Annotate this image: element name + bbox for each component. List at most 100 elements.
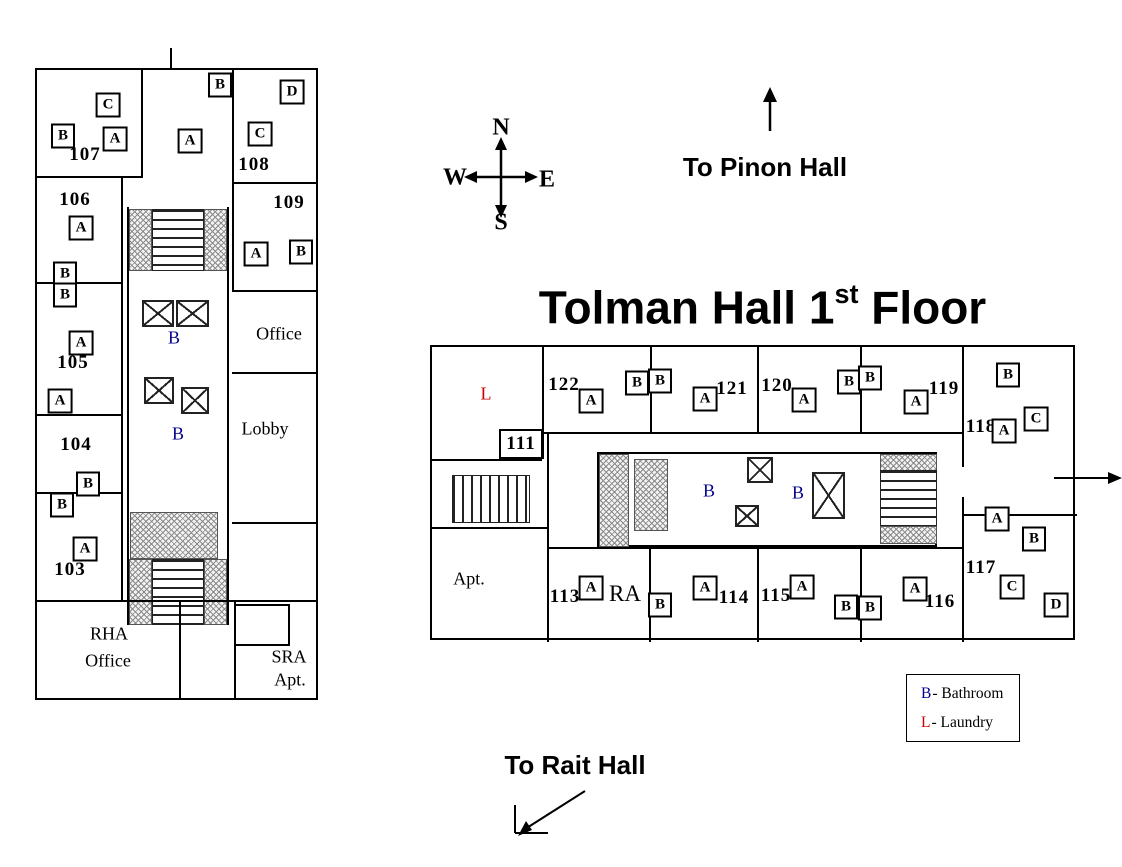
- wall: [757, 547, 759, 642]
- bed-label-120a: A: [791, 387, 817, 413]
- bed-label-105a: A: [68, 330, 94, 356]
- room-number-106: 106: [59, 189, 91, 210]
- pinon-arrow-icon: [763, 87, 777, 131]
- room-number-119: 119: [928, 378, 960, 399]
- bed-label-107b: B: [50, 123, 76, 149]
- compass-cross-icon: [464, 137, 538, 218]
- compass-north-label: N: [492, 114, 510, 141]
- hatched-area: [599, 454, 629, 547]
- bed-label-115a: A: [789, 574, 815, 600]
- hatched-area: [204, 559, 227, 625]
- room-number-113: 113: [549, 586, 581, 607]
- elevator-shaft: [747, 457, 773, 483]
- compass-west-label: W: [443, 164, 467, 191]
- bed-label-122a: A: [578, 388, 604, 414]
- bathroom-label: B: [171, 423, 185, 444]
- bed-label-116b: B: [857, 595, 883, 621]
- staircase: [152, 559, 204, 625]
- wall: [757, 347, 759, 432]
- elevator-shaft: [144, 377, 174, 404]
- room-name-sra: SRA: [271, 646, 307, 667]
- bed-label-117b: B: [1021, 526, 1047, 552]
- bed-label-119a: A: [903, 389, 929, 415]
- wall: [547, 547, 962, 549]
- corridor-stub-line: [170, 48, 172, 70]
- hatched-area: [129, 209, 152, 271]
- room-number-105: 105: [57, 352, 89, 373]
- wall: [542, 347, 544, 459]
- hatched-area: [130, 512, 218, 559]
- bed-label-117a: A: [984, 506, 1010, 532]
- hatched-area: [204, 209, 227, 271]
- bed-label-106a: A: [68, 215, 94, 241]
- wall: [227, 207, 229, 625]
- wall: [962, 497, 964, 642]
- wall: [232, 182, 318, 184]
- room-number-107: 107: [69, 144, 101, 165]
- room-number-120: 120: [761, 375, 793, 396]
- wall: [232, 372, 318, 374]
- bed-label-114a: A: [692, 575, 718, 601]
- bed-label-108c: C: [247, 121, 273, 147]
- bed-label-105a2: A: [47, 388, 73, 414]
- to-rait-hall-label: To Rait Hall: [504, 750, 646, 780]
- east-exit-arrow-icon: [1054, 472, 1122, 484]
- bed-label-122b: B: [624, 370, 650, 396]
- room-name-rha-office: Office: [85, 650, 131, 671]
- room-number-111: 111: [506, 433, 536, 454]
- bed-label-108d: D: [279, 79, 305, 105]
- bed-label-120b: B: [836, 369, 862, 395]
- rait-arrow-icon: [514, 790, 586, 836]
- room-number-104: 104: [60, 434, 92, 455]
- room-number-103: 103: [54, 559, 86, 580]
- hatched-area: [129, 559, 152, 625]
- page-title: Tolman Hall 1st Floor: [455, 272, 1070, 333]
- room-number-114: 114: [718, 587, 750, 608]
- wall: [37, 176, 143, 178]
- to-pinon-hall-label: To Pinon Hall: [682, 152, 848, 182]
- title-suffix: Floor: [858, 281, 987, 334]
- title-superscript: st: [834, 279, 859, 309]
- bed-label-113a: A: [578, 575, 604, 601]
- compass-south-label: S: [494, 209, 508, 236]
- bed-label-105b: B: [52, 282, 78, 308]
- room-number-109: 109: [273, 192, 305, 213]
- bathroom-label: B: [702, 480, 716, 501]
- wall: [432, 459, 542, 461]
- staircase: [152, 209, 204, 271]
- bed-label-119b: B: [857, 365, 883, 391]
- wall: [141, 70, 143, 176]
- wall: [37, 600, 318, 602]
- bed-label-115b: B: [833, 594, 859, 620]
- wall: [232, 70, 234, 290]
- laundry-label: L: [480, 383, 492, 404]
- hatched-area: [880, 526, 937, 544]
- legend-key: L: [921, 713, 931, 731]
- room-name-office: Office: [256, 323, 302, 344]
- elevator-shaft: [812, 472, 845, 519]
- wall: [542, 432, 962, 434]
- legend-key: B: [921, 684, 932, 702]
- bed-label-108b: B: [207, 72, 233, 98]
- wall: [232, 290, 318, 292]
- bed-label-108a: A: [177, 128, 203, 154]
- bed-label-117c: C: [999, 574, 1025, 600]
- legend-text: - Laundry: [931, 713, 994, 731]
- elevator-shaft: [176, 300, 209, 327]
- wall: [432, 527, 547, 529]
- room-number-121: 121: [716, 378, 748, 399]
- room-number-115: 115: [760, 585, 792, 606]
- bathroom-label: B: [791, 482, 805, 503]
- elevator-shaft: [735, 505, 759, 527]
- wall: [37, 414, 121, 416]
- room-name-sra-apt: Apt.: [274, 669, 306, 690]
- bed-label-109a: A: [243, 241, 269, 267]
- bed-label-107c: C: [95, 92, 121, 118]
- room-number-108: 108: [238, 154, 270, 175]
- wall: [121, 176, 123, 602]
- room-number-118: 118: [965, 416, 997, 437]
- wall: [234, 602, 236, 700]
